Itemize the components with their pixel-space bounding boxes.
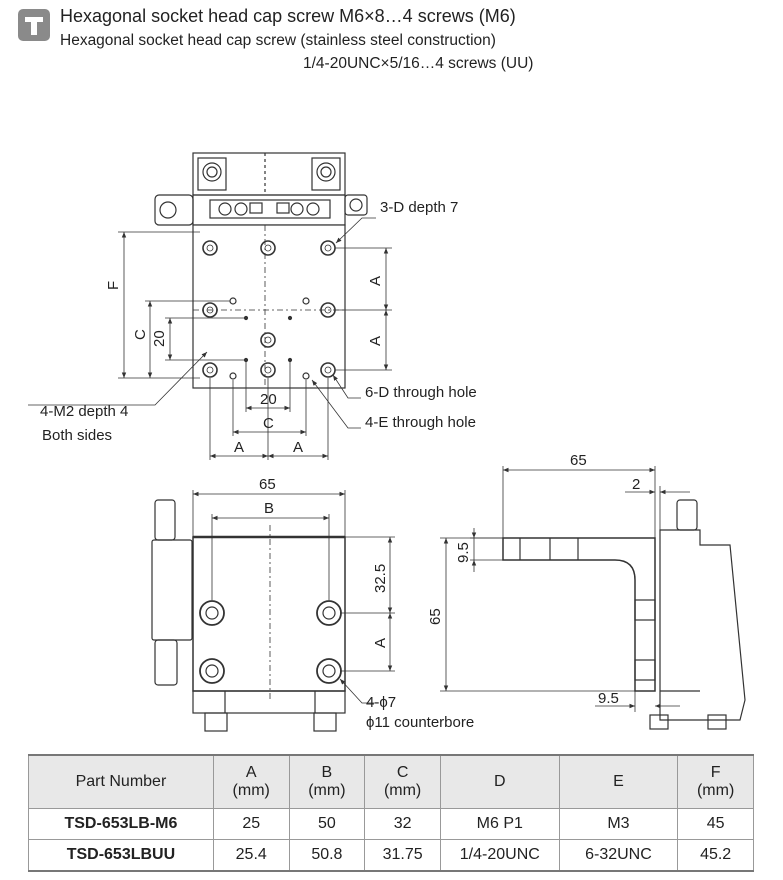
col-B: B(mm) bbox=[288, 754, 366, 809]
dim-A-right-bottom: A bbox=[367, 336, 384, 346]
dim-A-bottom-left: A bbox=[234, 439, 244, 456]
callout-m2-line2: Both sides bbox=[42, 427, 112, 444]
cell-F: 45 bbox=[677, 808, 754, 840]
dim-65-front: 65 bbox=[259, 476, 276, 493]
cell-A: 25 bbox=[212, 808, 290, 840]
cell-C: 31.75 bbox=[364, 839, 441, 872]
dim-F: F bbox=[105, 281, 122, 290]
side-view bbox=[502, 499, 746, 730]
callout-m2-line1: 4-M2 depth 4 bbox=[40, 403, 128, 420]
col-A: A(mm) bbox=[212, 754, 290, 809]
dim-B: B bbox=[264, 500, 274, 517]
callout-counterbore: ϕ11 counterbore bbox=[366, 714, 474, 731]
cell-part-number: TSD-653LBUU bbox=[28, 839, 214, 872]
cell-E: 6-32UNC bbox=[558, 839, 679, 872]
dim-20-left: 20 bbox=[151, 330, 168, 347]
subtitle-line-1: Hexagonal socket head cap screw (stainle… bbox=[60, 32, 496, 49]
cell-D: M6 P1 bbox=[439, 808, 560, 840]
cell-D: 1/4-20UNC bbox=[439, 839, 560, 872]
dim-A-right-top: A bbox=[367, 276, 384, 286]
dim-A-bottom-right: A bbox=[293, 439, 303, 456]
callout-4e: 4-E through hole bbox=[365, 414, 476, 431]
front-view bbox=[151, 499, 346, 732]
dim-9-5-bottom: 9.5 bbox=[598, 690, 619, 707]
technical-drawing: 3-D depth 7 6-D through hole 4-E through… bbox=[28, 152, 746, 732]
col-F: F(mm) bbox=[677, 754, 754, 809]
table-header-row: Part Number A(mm) B(mm) C(mm) D E F(mm) bbox=[28, 754, 754, 809]
col-D: D bbox=[439, 754, 560, 809]
top-view bbox=[154, 152, 368, 389]
callout-3d: 3-D depth 7 bbox=[380, 199, 458, 216]
col-E: E bbox=[558, 754, 679, 809]
page-title: Hexagonal socket head cap screw M6×8…4 s… bbox=[60, 6, 516, 26]
cell-B: 50.8 bbox=[288, 839, 366, 872]
cell-E: M3 bbox=[558, 808, 679, 840]
screw-icon bbox=[18, 9, 50, 41]
subtitle-line-2: 1/4-20UNC×5/16…4 screws (UU) bbox=[303, 55, 534, 72]
table-row: TSD-653LB-M6 25 50 32 M6 P1 M3 45 bbox=[28, 808, 754, 840]
dim-C-left: C bbox=[132, 329, 149, 340]
callout-6d: 6-D through hole bbox=[365, 384, 477, 401]
col-C: C(mm) bbox=[364, 754, 441, 809]
cell-A: 25.4 bbox=[212, 839, 290, 872]
dim-C-bottom: C bbox=[263, 415, 274, 432]
cell-C: 32 bbox=[364, 808, 441, 840]
dim-A-front: A bbox=[372, 638, 389, 648]
table-row: TSD-653LBUU 25.4 50.8 31.75 1/4-20UNC 6-… bbox=[28, 839, 754, 872]
dim-20-bottom: 20 bbox=[260, 391, 277, 408]
col-part-number: Part Number bbox=[28, 754, 214, 809]
cell-F: 45.2 bbox=[677, 839, 754, 872]
dim-65-side-left: 65 bbox=[427, 608, 444, 625]
dim-32-5: 32.5 bbox=[372, 564, 389, 593]
callout-phi7: 4-ϕ7 bbox=[366, 694, 396, 711]
dim-2: 2 bbox=[632, 476, 640, 493]
spec-table: Part Number A(mm) B(mm) C(mm) D E F(mm) … bbox=[28, 754, 754, 872]
dim-9-5-left: 9.5 bbox=[455, 542, 472, 563]
dim-65-side-top: 65 bbox=[570, 452, 587, 469]
cell-B: 50 bbox=[288, 808, 366, 840]
cell-part-number: TSD-653LB-M6 bbox=[28, 808, 214, 840]
